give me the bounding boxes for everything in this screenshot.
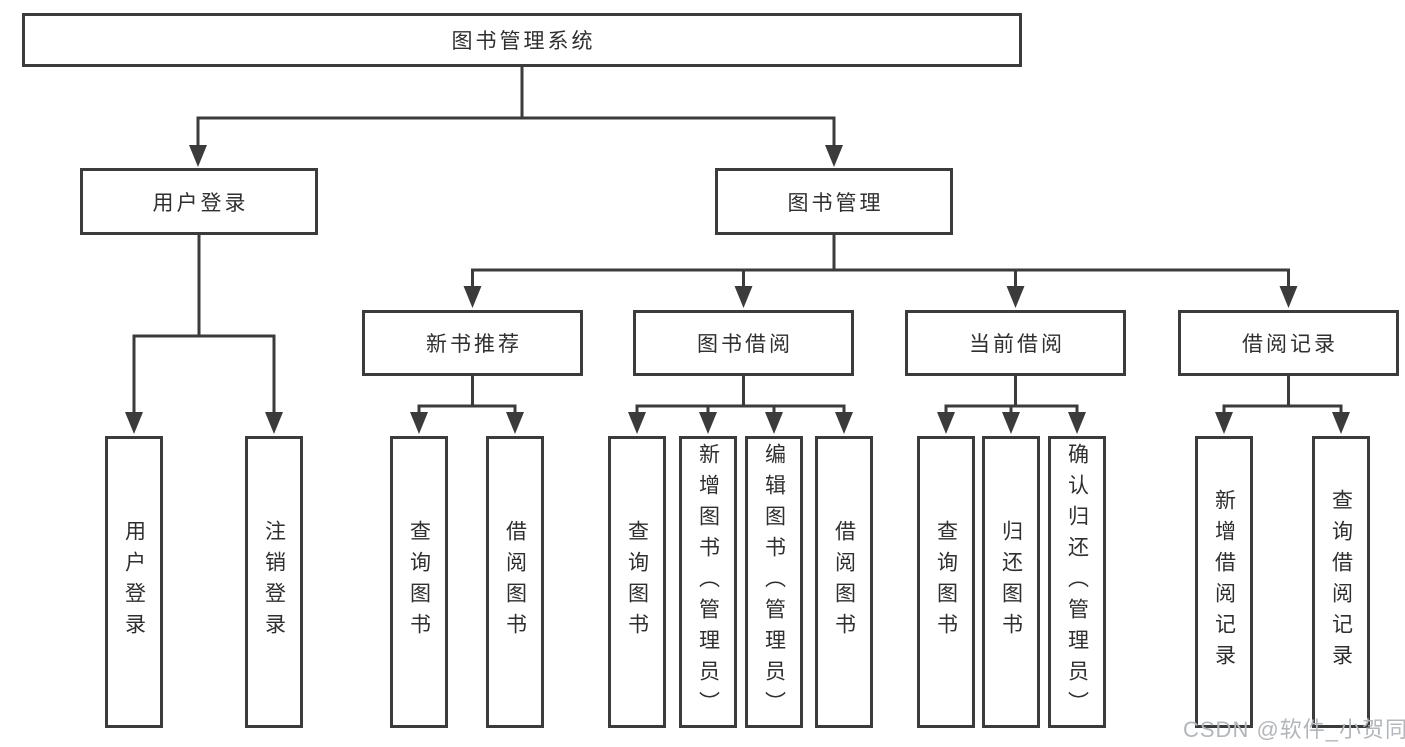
watermark: CSDN @软件_小贺同学 — [1183, 717, 1405, 742]
node-book-borrow: 图书借阅 — [633, 310, 854, 376]
node-book-management: 图书管理 — [715, 168, 953, 235]
leaf-user-login: 用户登录 — [105, 436, 163, 728]
node-label: 新书推荐 — [426, 333, 522, 356]
node-label: 查询借阅记录 — [1329, 489, 1353, 675]
node-label: 图书借阅 — [697, 333, 793, 356]
node-label: 新增借阅记录 — [1212, 489, 1236, 675]
node-label: 借阅图书 — [832, 520, 856, 644]
node-user-login: 用户登录 — [80, 168, 318, 235]
node-label: 图书管理系统 — [451, 30, 596, 53]
node-borrow-record: 借阅记录 — [1178, 310, 1399, 376]
leaf-return-book: 归还图书 — [982, 436, 1040, 728]
leaf-edit-book-admin: 编辑图书（管理员） — [745, 436, 803, 728]
leaf-borrow-book-2: 借阅图书 — [815, 436, 873, 728]
node-label: 查询图书 — [934, 520, 958, 644]
node-label: 查询图书 — [407, 520, 431, 644]
node-root: 图书管理系统 — [22, 13, 1022, 67]
leaf-borrow-book-1: 借阅图书 — [486, 436, 544, 728]
node-label: 查询图书 — [625, 520, 649, 644]
arrowheads — [125, 145, 1350, 434]
node-label: 借阅记录 — [1242, 333, 1338, 356]
node-label: 用户登录 — [122, 520, 146, 644]
leaf-logout: 注销登录 — [245, 436, 303, 728]
leaf-query-borrow-record: 查询借阅记录 — [1312, 436, 1370, 728]
leaf-confirm-return-admin: 确认归还（管理员） — [1048, 436, 1106, 728]
leaf-add-borrow-record: 新增借阅记录 — [1195, 436, 1253, 728]
node-label: 新增图书（管理员） — [696, 442, 720, 722]
leaf-add-book-admin: 新增图书（管理员） — [679, 436, 737, 728]
leaf-query-book-1: 查询图书 — [390, 436, 448, 728]
node-label: 注销登录 — [262, 520, 286, 644]
leaf-query-book-2: 查询图书 — [608, 436, 666, 728]
node-label: 归还图书 — [999, 520, 1023, 644]
node-label: 当前借阅 — [969, 333, 1065, 356]
node-label: 确认归还（管理员） — [1065, 442, 1089, 722]
node-label: 用户登录 — [152, 191, 249, 215]
node-label: 借阅图书 — [503, 520, 527, 644]
node-current-borrow: 当前借阅 — [905, 310, 1126, 376]
node-label: 图书管理 — [787, 191, 884, 215]
node-label: 编辑图书（管理员） — [762, 442, 786, 722]
node-new-book-recommend: 新书推荐 — [362, 310, 583, 376]
leaf-query-book-3: 查询图书 — [917, 436, 975, 728]
